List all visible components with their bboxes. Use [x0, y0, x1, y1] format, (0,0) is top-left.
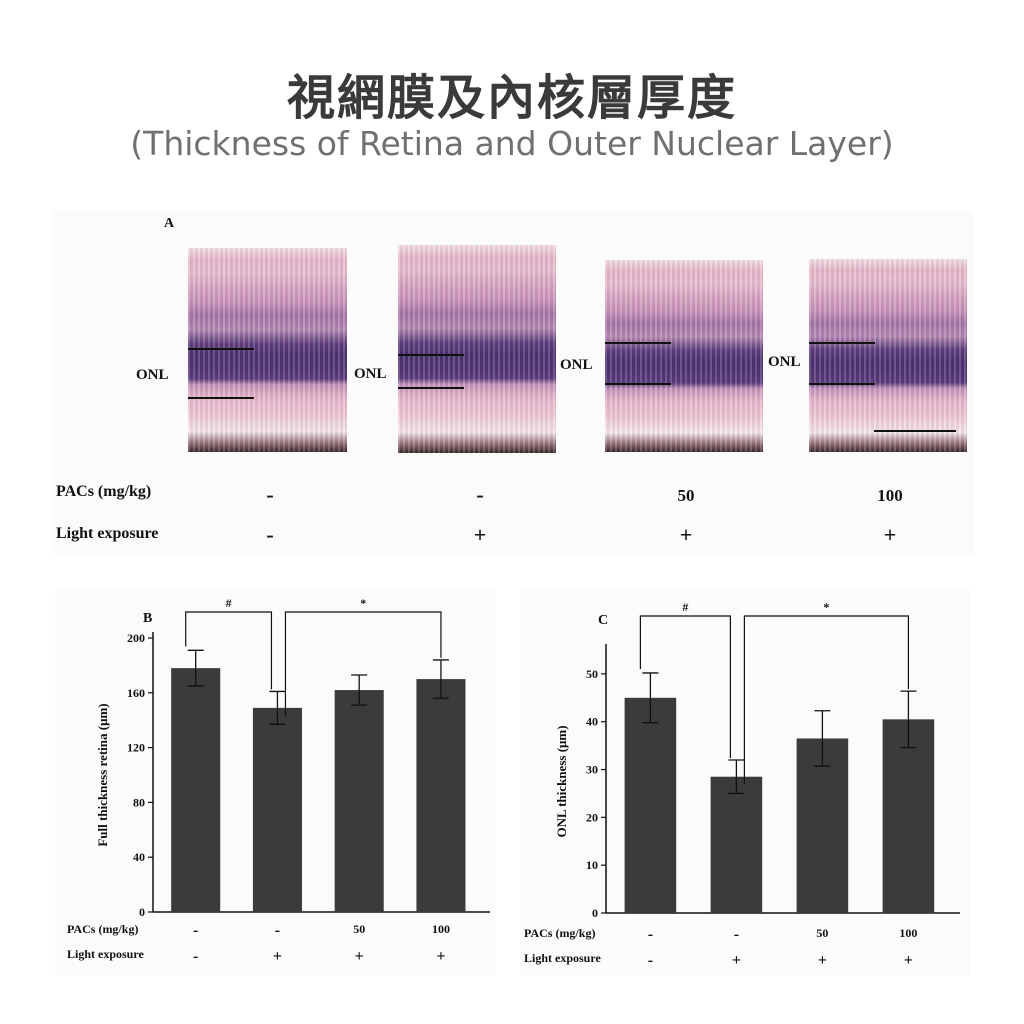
y-tick-label: 200: [127, 631, 145, 645]
light-row-label: Light exposure: [67, 947, 144, 961]
significance-bracket: [185, 611, 273, 690]
pacs-value: 100: [899, 926, 917, 940]
onl-bottom-line: [809, 383, 875, 385]
light-value: +: [436, 948, 445, 965]
scale-bar: [874, 430, 956, 432]
pacs-row-label: PACs (mg/kg): [67, 922, 138, 936]
onl-bottom-line: [398, 387, 464, 389]
y-tick-label: 120: [127, 741, 145, 755]
bar: [624, 697, 677, 913]
light-value-4: +: [883, 522, 897, 547]
panel-a-histology: A ONL ONL ONL ONL PACs (mg/kg) Light exp…: [52, 210, 974, 555]
bar: [334, 690, 384, 912]
significance-label: #: [682, 600, 688, 614]
pacs-row-label: PACs (mg/kg): [524, 926, 595, 940]
light-value-3: +: [679, 522, 693, 547]
light-row-label: Light exposure: [56, 525, 159, 542]
y-tick-label: 160: [127, 686, 145, 700]
y-tick-label: 40: [586, 715, 598, 729]
pacs-value-4: 100: [877, 486, 903, 505]
bar: [252, 707, 302, 912]
pacs-value-1: -: [266, 482, 274, 507]
micrograph-2: [398, 245, 556, 453]
significance-bracket: [743, 615, 909, 785]
light-value-1: -: [266, 522, 274, 547]
pacs-value: 100: [432, 922, 450, 936]
light-value: +: [904, 952, 913, 969]
onl-label-2: ONL: [354, 366, 387, 382]
significance-bracket: [284, 611, 442, 717]
onl-top-line: [809, 342, 875, 344]
light-row-label: Light exposure: [524, 951, 601, 965]
onl-top-line: [605, 342, 671, 344]
bar: [710, 776, 763, 913]
onl-label-3: ONL: [560, 357, 593, 373]
light-value: -: [193, 948, 198, 965]
y-tick-label: 40: [133, 850, 145, 864]
onl-bottom-line: [188, 397, 254, 399]
light-value: +: [273, 948, 282, 965]
pacs-value: 50: [816, 926, 828, 940]
bar: [796, 738, 849, 913]
onl-top-line: [398, 354, 464, 356]
pacs-value: -: [193, 922, 198, 939]
page-subtitle: (Thickness of Retina and Outer Nuclear L…: [130, 124, 894, 163]
micrograph-1: [188, 248, 347, 452]
bar: [171, 668, 221, 912]
pacs-value: 50: [353, 922, 365, 936]
panel-letter-a: A: [164, 216, 175, 231]
y-tick-label: 0: [592, 906, 598, 920]
onl-label-4: ONL: [768, 354, 801, 370]
significance-label: #: [226, 596, 232, 610]
panel-letter: C: [598, 613, 608, 628]
y-tick-label: 20: [586, 810, 598, 824]
y-tick-label: 50: [586, 667, 598, 681]
y-tick-label: 0: [139, 905, 145, 919]
y-tick-label: 80: [133, 795, 145, 809]
significance-bracket: [639, 615, 731, 758]
onl-bottom-line: [605, 383, 671, 385]
light-value: -: [648, 952, 653, 969]
micrograph-4: [809, 259, 967, 452]
onl-top-line: [188, 348, 254, 350]
pacs-value: -: [275, 922, 280, 939]
pacs-value-2: -: [476, 482, 484, 507]
light-value: +: [818, 952, 827, 969]
micrograph-3: [605, 260, 763, 452]
y-tick-label: 30: [586, 763, 598, 777]
bar: [416, 679, 466, 912]
panel-letter: B: [143, 611, 152, 626]
bar: [882, 719, 935, 913]
light-value-2: +: [473, 522, 487, 547]
significance-label: *: [823, 600, 829, 614]
page-title: 視網膜及內核層厚度: [286, 70, 737, 126]
pacs-value-3: 50: [677, 486, 695, 505]
onl-label-1: ONL: [136, 367, 169, 383]
significance-label: *: [360, 596, 366, 610]
light-value: +: [355, 948, 364, 965]
pacs-value: -: [734, 926, 739, 943]
pacs-row-label: PACs (mg/kg): [56, 483, 152, 500]
y-axis-label: Full thickness retina (μm): [95, 703, 110, 846]
pacs-value: -: [648, 926, 653, 943]
y-tick-label: 10: [586, 858, 598, 872]
light-value: +: [732, 952, 741, 969]
y-axis-label: ONL thickness (μm): [554, 725, 569, 837]
